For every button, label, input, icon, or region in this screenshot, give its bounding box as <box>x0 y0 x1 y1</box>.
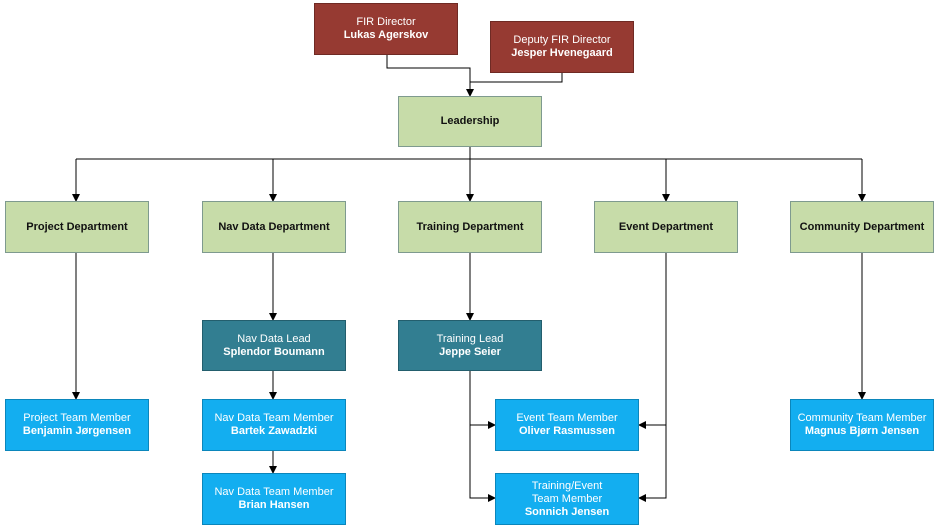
edge-event-event-member <box>638 253 667 429</box>
node-nav-data-team-member-2: Nav Data Team Member Brian Hansen <box>202 473 346 525</box>
node-community-team-member: Community Team Member Magnus Bjørn Jense… <box>790 399 934 451</box>
node-community-department: Community Department <box>790 201 934 253</box>
node-person-name: Lukas Agerskov <box>343 29 429 41</box>
edge-deputy-leadership <box>470 73 563 83</box>
edge-traininglead-event-member <box>469 371 496 429</box>
node-nav-data-department: Nav Data Department <box>202 201 346 253</box>
node-person-name: Sonnich Jensen <box>524 505 610 518</box>
node-person-name: Brian Hansen <box>238 499 310 511</box>
edge-director-leadership <box>386 55 474 97</box>
node-label: Leadership <box>440 115 500 127</box>
node-role-line1: Training/Event <box>531 479 603 492</box>
node-role: Nav Data Lead <box>237 332 311 345</box>
node-person-name: Magnus Bjørn Jensen <box>804 425 920 437</box>
node-label: Nav Data Department <box>218 220 330 233</box>
node-training-event-team-member: Training/Event Team Member Sonnich Jense… <box>495 473 639 525</box>
node-role: FIR Director <box>356 16 416 28</box>
node-label: Training Department <box>416 220 524 233</box>
node-project-department: Project Department <box>5 201 149 253</box>
node-label: Event Department <box>618 220 714 233</box>
node-role: Training Lead <box>436 332 504 345</box>
node-project-team-member: Project Team Member Benjamin Jørgensen <box>5 399 149 451</box>
node-event-team-member: Event Team Member Oliver Rasmussen <box>495 399 639 451</box>
node-role: Deputy FIR Director <box>513 34 611 46</box>
node-role: Nav Data Team Member <box>214 412 334 424</box>
node-event-department: Event Department <box>594 201 738 253</box>
node-role: Nav Data Team Member <box>214 486 334 498</box>
node-person-name: Benjamin Jørgensen <box>22 425 132 437</box>
node-training-department: Training Department <box>398 201 542 253</box>
node-label: Community Department <box>799 220 925 233</box>
node-nav-data-team-member-1: Nav Data Team Member Bartek Zawadzki <box>202 399 346 451</box>
node-nav-data-lead: Nav Data Lead Splendor Boumann <box>202 320 346 371</box>
node-role: Community Team Member <box>797 412 927 424</box>
node-person-name: Bartek Zawadzki <box>230 425 318 437</box>
node-role: Project Team Member <box>23 412 131 424</box>
node-role-line2: Team Member <box>531 492 603 505</box>
node-training-lead: Training Lead Jeppe Seier <box>398 320 542 371</box>
node-person-name: Splendor Boumann <box>223 345 325 358</box>
node-person-name: Jesper Hvenegaard <box>511 47 613 59</box>
node-fir-director: FIR Director Lukas Agerskov <box>314 3 458 55</box>
node-leadership: Leadership <box>398 96 542 147</box>
node-person-name: Oliver Rasmussen <box>519 425 615 437</box>
node-role: Event Team Member <box>516 412 618 424</box>
edge-event-training-event-member <box>638 425 667 502</box>
node-deputy-fir-director: Deputy FIR Director Jesper Hvenegaard <box>490 21 634 73</box>
node-label: Project Department <box>26 220 128 233</box>
node-person-name: Jeppe Seier <box>439 345 501 358</box>
edge-traininglead-training-event-member <box>469 425 496 502</box>
